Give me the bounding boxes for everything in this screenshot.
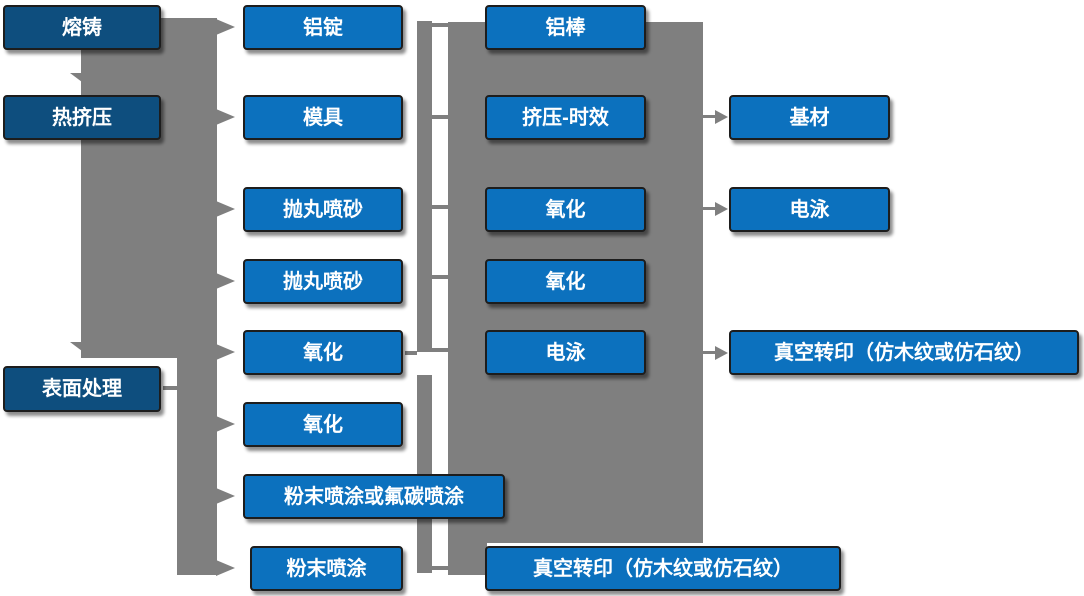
arrowhead-to-aluminum-ingot [216, 19, 235, 35]
arrowhead-to-powder-fluorocarbon [216, 488, 235, 504]
node-shot-blasting-1: 抛丸喷砂 [243, 187, 403, 232]
arrowhead-to-oxidation-col2-1 [216, 344, 235, 360]
node-aluminum-ingot: 铝锭 [243, 5, 403, 50]
link-line-row3 [432, 205, 448, 209]
link-line-row4 [432, 275, 448, 279]
arrowhead-to-vacuum-transfer-col4 [715, 346, 728, 360]
arrowhead-down-to-surface-treatment [70, 342, 110, 357]
node-aluminum-rod: 铝棒 [485, 5, 646, 50]
arrowhead-to-substrate [715, 110, 728, 124]
arrowhead-to-shot-blasting-1 [216, 201, 235, 217]
node-melting-casting: 熔铸 [3, 5, 161, 50]
connector-left-trunk [81, 18, 217, 358]
link-line-row8 [432, 566, 448, 570]
node-powder-coating: 粉末喷涂 [250, 546, 403, 591]
node-hot-extrusion: 热挤压 [3, 95, 161, 140]
node-oxidation-col3-1: 氧化 [485, 187, 646, 232]
link-line-surface-treatment [163, 386, 177, 390]
arrowhead-to-shot-blasting-2 [216, 273, 235, 289]
node-oxidation-col2-2: 氧化 [243, 402, 403, 447]
node-shot-blasting-2: 抛丸喷砂 [243, 259, 403, 304]
connector-left-lower-trunk [177, 358, 217, 575]
node-electrophoresis-col3: 电泳 [485, 330, 646, 375]
link-line-row2 [432, 115, 448, 119]
link-line-row1 [432, 23, 448, 27]
arrowhead-to-oxidation-col2-2 [216, 416, 235, 432]
link-line-oxidation-to-bar [405, 351, 417, 355]
arrow-line-to-vacuum-transfer-col4 [703, 351, 715, 354]
connector-mid-upper-bar [417, 21, 432, 352]
node-surface-treatment: 表面处理 [3, 366, 161, 412]
node-extrusion-aging: 挤压-时效 [485, 95, 646, 140]
node-mold: 模具 [243, 95, 403, 140]
node-electrophoresis-col4: 电泳 [729, 187, 890, 232]
node-vacuum-transfer-print-col3: 真空转印（仿木纹或仿石纹） [485, 546, 841, 591]
arrowhead-to-electrophoresis-col4 [715, 202, 728, 216]
node-oxidation-col3-2: 氧化 [485, 259, 646, 304]
node-powder-or-fluorocarbon-coating: 粉末喷涂或氟碳喷涂 [243, 474, 505, 519]
node-substrate: 基材 [729, 95, 890, 140]
connector-right-trunk-foot [448, 543, 487, 575]
arrowhead-down-to-hot-extrusion [70, 73, 110, 88]
arrowhead-to-mold [216, 109, 235, 125]
arrow-line-to-electrophoresis-col4 [703, 207, 715, 210]
node-oxidation-col2-1: 氧化 [243, 330, 403, 375]
arrowhead-to-powder-coating [216, 560, 235, 576]
arrow-line-to-substrate [703, 115, 715, 118]
link-line-row5 [432, 348, 448, 352]
node-vacuum-transfer-print-col4: 真空转印（仿木纹或仿石纹） [729, 330, 1079, 375]
